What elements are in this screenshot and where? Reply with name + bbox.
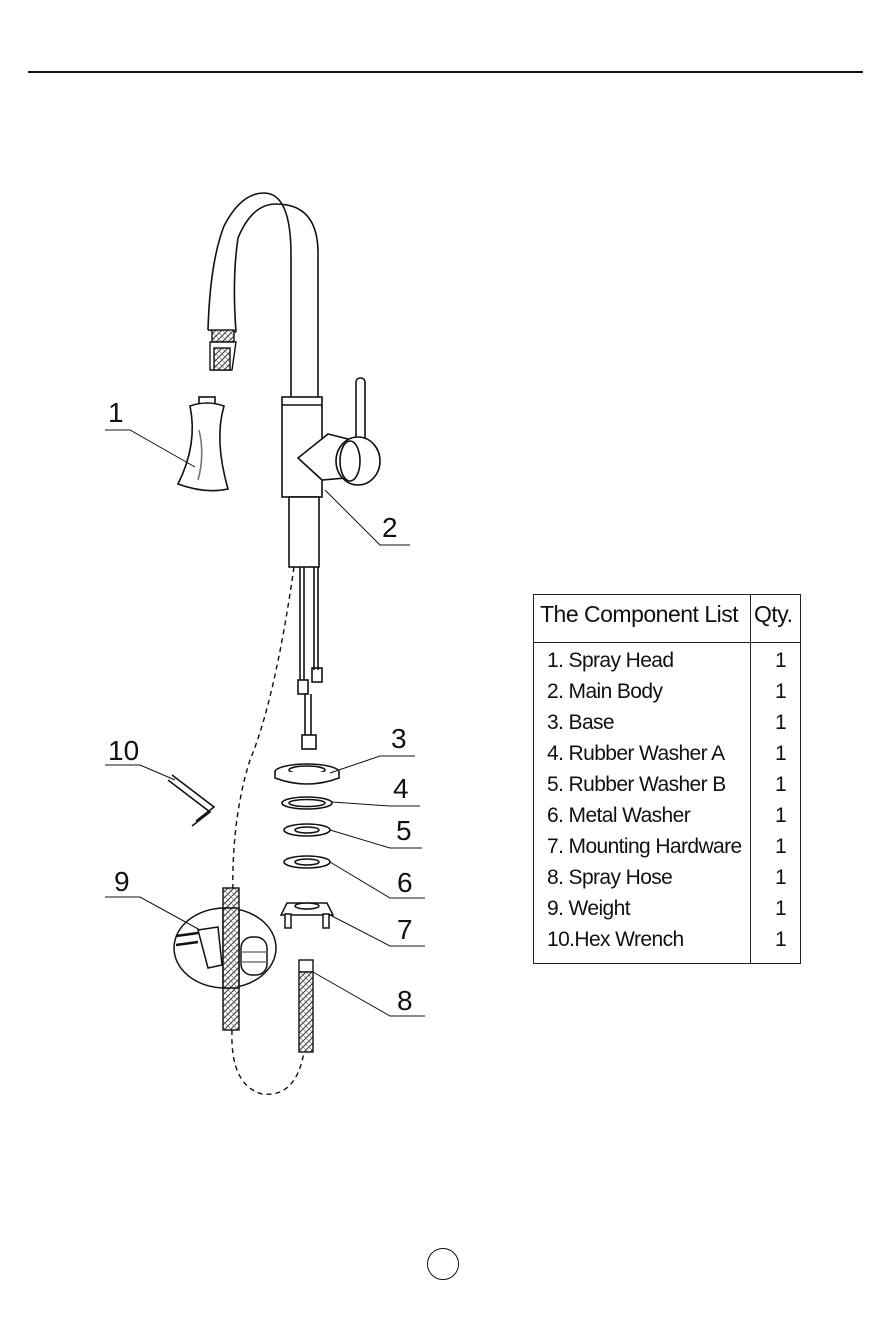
component-qty: 1: [775, 835, 787, 859]
component-qty: 1: [775, 773, 787, 797]
component-name: 4. Rubber Washer A: [547, 742, 725, 766]
callout-10: 10: [108, 735, 139, 766]
callout-7: 7: [397, 914, 413, 945]
callout-6: 6: [397, 867, 413, 898]
component-qty: 1: [775, 928, 787, 952]
callout-8: 8: [397, 985, 413, 1016]
page-number-circle: [427, 1248, 459, 1280]
list-item: 2. Main Body 1: [534, 680, 800, 711]
component-qty: 1: [775, 804, 787, 828]
list-item: 10.Hex Wrench 1: [534, 928, 800, 959]
component-qty: 1: [775, 866, 787, 890]
component-name: 3. Base: [547, 711, 614, 735]
component-list-title: The Component List: [540, 601, 738, 628]
hex-wrench-part: [168, 775, 214, 826]
main-body-part: [208, 193, 380, 749]
component-qty: 1: [775, 680, 787, 704]
list-item: 9. Weight 1: [534, 897, 800, 928]
component-name: 8. Spray Hose: [547, 866, 672, 890]
qty-header: Qty.: [754, 601, 792, 628]
callout-1: 1: [108, 397, 124, 428]
component-qty: 1: [775, 711, 787, 735]
component-name: 2. Main Body: [547, 680, 662, 704]
component-name: 9. Weight: [547, 897, 630, 921]
weight-part: [174, 908, 276, 988]
component-name: 1. Spray Head: [547, 649, 673, 673]
list-item: 8. Spray Hose 1: [534, 866, 800, 897]
callout-2: 2: [382, 512, 398, 543]
component-qty: 1: [775, 649, 787, 673]
component-qty: 1: [775, 742, 787, 766]
callout-4: 4: [393, 773, 409, 804]
callout-5: 5: [396, 815, 412, 846]
component-list-table: The Component List Qty. 1. Spray Head 1 2…: [533, 594, 801, 964]
component-name: 10.Hex Wrench: [547, 928, 684, 952]
callout-3: 3: [391, 723, 407, 754]
leader-lines: [105, 430, 425, 1016]
spout-hose-end: [210, 330, 236, 370]
component-qty: 1: [775, 897, 787, 921]
spray-head-part: [178, 397, 228, 491]
list-item: 3. Base 1: [534, 711, 800, 742]
list-item: 1. Spray Head 1: [534, 649, 800, 680]
component-name: 5. Rubber Washer B: [547, 773, 726, 797]
component-name: 7. Mounting Hardware: [547, 835, 742, 859]
list-item: 5. Rubber Washer B 1: [534, 773, 800, 804]
washers-part: [275, 764, 339, 868]
list-item: 7. Mounting Hardware 1: [534, 835, 800, 866]
component-name: 6. Metal Washer: [547, 804, 690, 828]
component-rows: 1. Spray Head 1 2. Main Body 1 3. Base 1 4.…: [534, 649, 800, 959]
header-divider: [534, 642, 800, 643]
list-item: 6. Metal Washer 1: [534, 804, 800, 835]
callout-9: 9: [114, 866, 130, 897]
list-item: 4. Rubber Washer A 1: [534, 742, 800, 773]
mounting-hardware-part: [281, 903, 333, 928]
